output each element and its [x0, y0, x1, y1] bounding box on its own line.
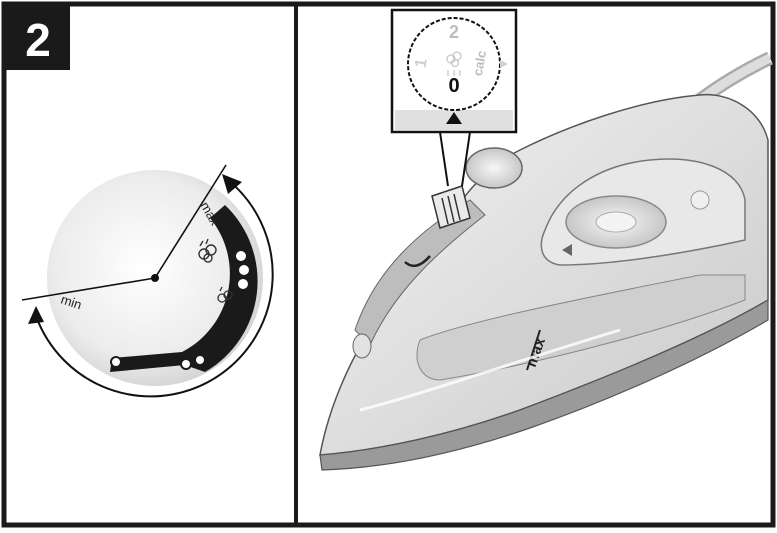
- mode-indicator-icon: [404, 255, 431, 268]
- water-tank: [416, 274, 746, 381]
- spray-nozzle: [352, 333, 372, 359]
- iron-nose: [354, 199, 486, 346]
- dial-center: [151, 274, 159, 282]
- dial-dot: [110, 356, 122, 368]
- water-max-line: [526, 329, 541, 371]
- rotation-arrow-head-max: [222, 174, 242, 194]
- knob-indicator-icon: [562, 244, 572, 256]
- selector-setting-0: 0: [448, 75, 459, 97]
- dial-pointer-min: [21, 277, 156, 301]
- steam-selector-knob[interactable]: [465, 147, 523, 189]
- dial-min-label: min: [59, 292, 84, 313]
- steam-selector-grip[interactable]: [431, 185, 471, 229]
- callout-arrow-icon: [446, 112, 462, 124]
- dial-dot: [236, 277, 250, 291]
- selector-setting-2: 2: [449, 22, 459, 42]
- steam-selector-callout: 2 1 0 calc: [390, 8, 518, 187]
- selector-setting-1: 1: [412, 57, 430, 69]
- dial-dot: [180, 358, 192, 370]
- soleplate: [319, 298, 769, 471]
- step-number: 2: [25, 14, 51, 66]
- dial-setting-band: [110, 205, 258, 372]
- dial-dot: [237, 263, 251, 277]
- dial-pointer-max: [154, 164, 227, 279]
- selector-steam-icon: [446, 51, 462, 76]
- steam-max-icon: [198, 238, 217, 263]
- rotation-arrow: [35, 179, 274, 398]
- dial-dot: [194, 354, 206, 366]
- callout-connector: [439, 131, 471, 187]
- dial-dot: [234, 249, 248, 263]
- iron-highlight: [359, 328, 621, 412]
- step-badge: 2: [6, 6, 70, 70]
- selector-calc-label: calc: [470, 49, 489, 77]
- rotation-arrow-head-min: [28, 306, 44, 324]
- temperature-dial: min max: [21, 164, 274, 398]
- selector-marker-right-icon: [500, 60, 508, 68]
- steam-min-icon: [217, 286, 233, 303]
- steam-iron: max: [319, 51, 774, 471]
- spray-button[interactable]: [690, 190, 710, 210]
